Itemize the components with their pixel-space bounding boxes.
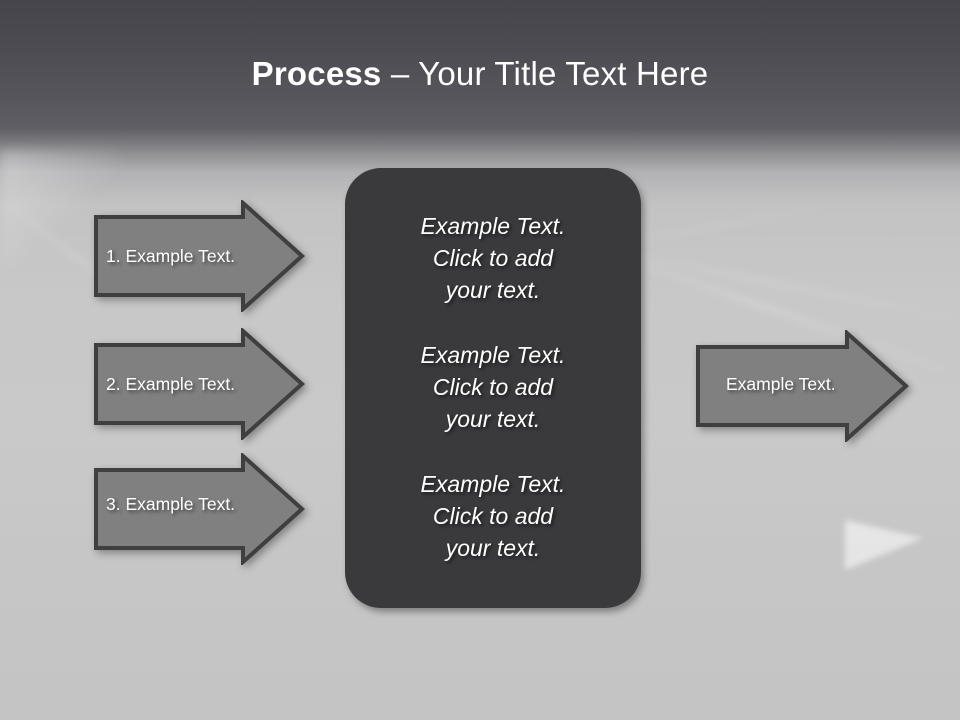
process-arrow-3-label: 3. Example Text. [106, 494, 236, 514]
center-panel-content: Example Text. Click to add your text. Ex… [345, 168, 641, 608]
slide-title-rest: – Your Title Text Here [381, 55, 709, 92]
center-text-block-3: Example Text. Click to add your text. [420, 471, 566, 561]
process-arrow-1-label: 1. Example Text. [106, 246, 236, 266]
slide-title: Process – Your Title Text Here [0, 52, 960, 96]
center-text-block-2: Example Text. Click to add your text. [420, 342, 566, 432]
process-arrow-1[interactable] [93, 200, 305, 312]
output-arrow-label: Example Text. [726, 374, 836, 394]
center-panel[interactable] [345, 168, 641, 608]
slide-title-bold: Process [251, 55, 382, 92]
process-arrow-2[interactable] [93, 328, 305, 440]
process-arrow-2-label: 2. Example Text. [106, 374, 236, 394]
center-text-block-1: Example Text. Click to add your text. [420, 213, 566, 303]
process-arrow-3[interactable] [93, 453, 305, 565]
output-arrow[interactable] [695, 330, 910, 442]
